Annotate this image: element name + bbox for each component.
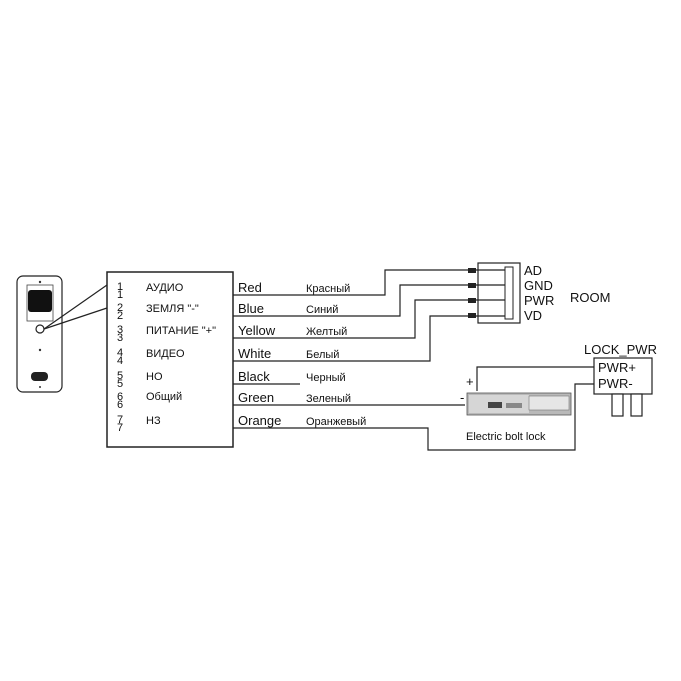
lock-power-plus: PWR+ [598, 360, 636, 375]
wire-orange-label-ru: Оранжевый [306, 416, 366, 428]
pin-7-label: НЗ [146, 415, 161, 427]
wire-white [233, 315, 470, 362]
pin-5-label: НО [146, 371, 163, 383]
connector-gnd-icon [468, 283, 476, 288]
callout-line-upper [43, 284, 108, 330]
pin-6-number: 6 [117, 391, 123, 403]
pin-3-number: 3 [117, 324, 123, 336]
lock-minus-sign: - [460, 390, 464, 405]
wire-green-label: Green [238, 390, 274, 405]
terminal-block [106, 271, 234, 448]
door-station [16, 275, 108, 393]
pin-3-label: ПИТАНИЕ "+" [146, 325, 216, 337]
pin-7-number: 7 [117, 414, 123, 426]
plug-prong-left-icon [611, 393, 624, 417]
plug-prong-right-icon [630, 393, 643, 417]
lock-bolt-icon [488, 402, 502, 408]
wire-lock-plus [476, 366, 594, 391]
wire-red-label: Red [238, 280, 262, 295]
room-label: ROOM [570, 290, 610, 305]
speaker-icon [31, 372, 48, 381]
wire-red [233, 269, 470, 296]
connector-vd-icon [468, 313, 476, 318]
room-terminal-ad: AD [524, 263, 542, 278]
pin-2-number: 2 [117, 302, 123, 314]
lock-power-title: LOCK_PWR [584, 342, 657, 357]
connector-pwr-icon [468, 298, 476, 303]
wire-white-label: White [238, 346, 271, 361]
room-terminal-box [477, 262, 521, 324]
lock-plus-sign: + [466, 374, 474, 389]
pin-6-label: Общий [146, 391, 182, 403]
wire-green-label-ru: Зеленый [306, 393, 351, 405]
wire-yellow-label: Yellow [238, 323, 276, 338]
wire-orange-label: Orange [238, 413, 281, 428]
wire-black-label: Black [238, 369, 270, 384]
wire-blue-label-ru: Синий [306, 304, 338, 316]
pin-1-label: АУДИО [146, 282, 184, 294]
pin-4-number: 4 [117, 347, 123, 359]
door-station-panel [26, 284, 54, 322]
pin-1-number: 1 [117, 281, 123, 293]
call-button-icon [35, 324, 45, 334]
pin-6-number-dup: 6 [117, 399, 123, 411]
callout-line-lower [43, 307, 108, 330]
pin-list: 1 1 АУДИО 2 2 ЗЕМЛЯ "-" 3 3 ПИТАНИЕ "+" … [117, 281, 216, 434]
wire-yellow-label-ru: Желтый [306, 326, 347, 338]
camera-lens-icon [28, 290, 52, 312]
room-terminal-vd: VD [524, 308, 542, 323]
wire-labels: Red Красный Blue Синий Yellow Желтый Whi… [238, 280, 366, 428]
pin-1-number-dup: 1 [117, 289, 123, 301]
room-unit: AD GND PWR VD ROOM [476, 262, 610, 324]
connector-ad-icon [468, 268, 476, 273]
wire-white-label-ru: Белый [306, 349, 339, 361]
room-terminal-gnd: GND [524, 278, 553, 293]
pin-3-number-dup: 3 [117, 332, 123, 344]
wire-blue-label: Blue [238, 301, 264, 316]
wire-black-label-ru: Черный [306, 372, 346, 384]
electric-bolt-lock: + - Electric bolt lock [460, 374, 572, 443]
pin-5-number: 5 [117, 370, 123, 382]
lock-label: Electric bolt lock [466, 431, 546, 443]
pin-4-label: ВИДЕО [146, 348, 185, 360]
pin-7-number-dup: 7 [117, 422, 123, 434]
wire-blue [233, 284, 470, 317]
lock-power-minus: PWR- [598, 376, 633, 391]
pin-2-number-dup: 2 [117, 310, 123, 322]
wire-red-label-ru: Красный [306, 283, 350, 295]
wire-orange [233, 383, 594, 451]
wires [233, 269, 594, 451]
pin-4-number-dup: 4 [117, 355, 123, 367]
wire-yellow [233, 299, 470, 339]
room-connector-plug [504, 266, 514, 320]
room-terminal-pwr: PWR [524, 293, 554, 308]
room-connectors [468, 268, 476, 318]
pin-5-number-dup: 5 [117, 378, 123, 390]
lock-power-supply: LOCK_PWR PWR+ PWR- [584, 342, 657, 417]
pin-2-label: ЗЕМЛЯ "-" [146, 303, 199, 315]
